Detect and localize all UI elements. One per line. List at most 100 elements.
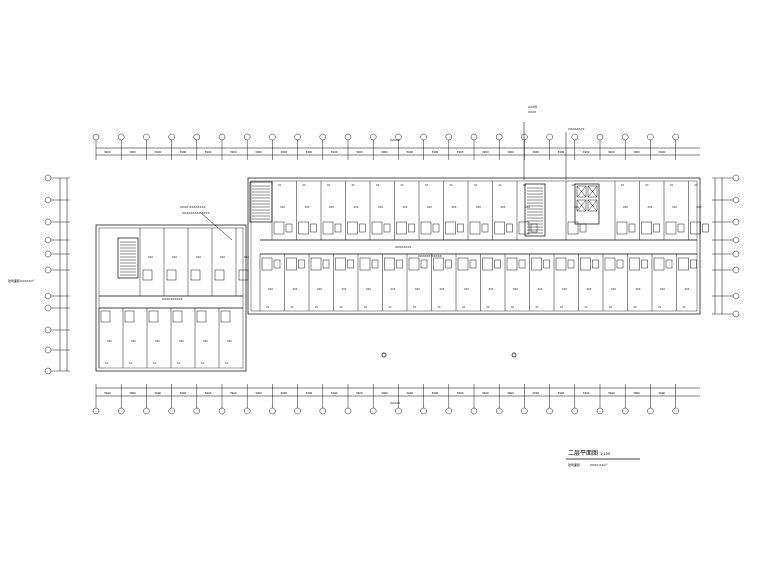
closet-box-top	[677, 223, 685, 233]
room-tag-top: XX	[499, 184, 502, 187]
dimension-text-top: 3900	[507, 150, 514, 154]
bathroom-box-bottom	[433, 257, 444, 271]
closet-box-bottom	[420, 259, 428, 269]
dimension-text-bottom: 3900	[255, 391, 262, 395]
room-label-top: XXX	[305, 206, 310, 209]
room-tag-top: XX	[523, 184, 526, 187]
room-tag-bottom: XX	[585, 306, 588, 309]
room-tag-top: XX	[278, 184, 281, 187]
grid-axis-bubble-top	[117, 133, 125, 141]
dimension-text-bottom: 3900	[432, 391, 439, 395]
grid-axis-bubble-right	[732, 174, 740, 182]
room-tag-bottom: XX	[634, 306, 637, 309]
grid-axis-bubble-top	[218, 133, 226, 141]
grid-axis-bubble-left	[44, 266, 52, 274]
grid-axis-bubble-bottom	[369, 407, 377, 415]
bathroom-box-top	[445, 221, 456, 235]
grid-axis-bubble-bottom	[193, 407, 201, 415]
grid-axis-bubble-bottom	[521, 407, 528, 415]
dimension-text-top: 3900	[583, 150, 590, 154]
room-tag-top: XX	[303, 184, 306, 187]
room-tag-bottom: XX	[389, 306, 392, 309]
dimension-text-top: 3900	[331, 150, 338, 154]
room-tag-top: XX	[376, 184, 379, 187]
dimension-text-bottom: 3900	[230, 391, 237, 395]
left-wing-top-room-label: XXX	[148, 256, 153, 259]
grid-axis-bubble-top	[495, 133, 503, 141]
room-label-top: XXX	[403, 206, 408, 209]
room-tag-top: XX	[572, 184, 575, 187]
elevator-cross	[587, 199, 598, 212]
dimension-text-bottom: 3900	[406, 391, 413, 395]
grid-axis-bubble-bottom	[621, 407, 629, 415]
bathroom-box-bottom	[653, 257, 665, 271]
closet-box-top	[457, 223, 464, 233]
grid-axis-bubble-top	[672, 133, 679, 141]
center-callout-2: XXXXXX XXXXX	[418, 254, 442, 258]
bathroom-box-top	[347, 221, 358, 235]
top-callout-3: XXXXXXXX	[568, 127, 584, 131]
grid-axis-bubble-bottom	[571, 407, 579, 415]
room-label-bottom: XXX	[513, 288, 518, 291]
dimension-text-bottom: 3900	[356, 391, 363, 395]
room-label-top: XXX	[354, 206, 359, 209]
left-wing-room-label: XXX	[107, 340, 112, 343]
elevator-shaft	[587, 185, 598, 198]
bathroom-box-bottom	[359, 257, 371, 271]
left-wing-room-label: XXX	[179, 340, 184, 343]
closet-box-bottom	[494, 259, 501, 269]
room-label-bottom: XXX	[293, 288, 298, 291]
grid-axis-bubble-top	[294, 133, 301, 141]
dimension-text-bottom: 3900	[205, 391, 212, 395]
room-tag-top: XX	[401, 184, 404, 187]
closet-box-bottom	[567, 259, 575, 269]
bathroom-box-top	[396, 221, 407, 235]
grid-axis-bubble-left	[44, 367, 52, 375]
room-tag-top: XX	[327, 184, 330, 187]
room-label-top: XXX	[672, 206, 677, 209]
closet-box-top	[432, 223, 440, 233]
room-label-top: XXX	[378, 206, 383, 209]
grid-axis-bubble-right	[732, 266, 740, 274]
closet-box-bottom	[665, 259, 673, 269]
room-label-bottom: XXX	[342, 288, 347, 291]
grid-axis-bubble-bottom	[143, 407, 150, 415]
grid-axis-bubble-left	[44, 196, 52, 204]
dimension-text-bottom: 3900	[532, 391, 539, 395]
dimension-text-top: 3900	[482, 150, 489, 154]
dimension-text-bottom: 3900	[280, 391, 287, 395]
top-callout-1: XXX管	[528, 104, 537, 109]
grid-axis-bubble-right	[732, 236, 740, 244]
bathroom-box-bottom	[506, 257, 518, 271]
closet-box-top	[359, 223, 366, 233]
closet-box-top	[310, 223, 317, 233]
left-wing-top-bathroom-box	[238, 269, 249, 281]
room-label-bottom: XXX	[562, 288, 567, 291]
room-label-bottom: XXX	[268, 288, 273, 291]
room-tag-bottom: XX	[291, 306, 294, 309]
bathroom-box-top	[494, 221, 505, 235]
dimension-text-top: 3900	[154, 150, 161, 154]
bathroom-box-top	[371, 221, 383, 235]
grid-axis-bubble-right	[732, 250, 740, 258]
elevator-cross	[576, 199, 587, 212]
drawing-note-value: XXXX.XXm²	[590, 463, 608, 467]
room-tag-bottom: XX	[315, 306, 318, 309]
closet-box-bottom	[298, 259, 305, 269]
bathroom-box-bottom	[384, 257, 395, 271]
dimension-text-bottom: 3900	[104, 391, 111, 395]
elevator-cross	[576, 185, 587, 198]
dimension-text-bottom: 3900	[331, 391, 338, 395]
room-tag-top: XX	[450, 184, 453, 187]
left-wing-room-tag: XX	[177, 362, 180, 365]
grid-axis-bubble-top	[168, 133, 175, 141]
room-tag-top: XX	[352, 184, 355, 187]
dimension-text-top: 3900	[633, 150, 640, 154]
left-wing-top-bathroom-box	[190, 269, 201, 281]
dimension-text-bottom: 3900	[381, 391, 388, 395]
center-callout-1: XXXXXXXX	[395, 245, 411, 249]
left-wing-bathroom-box	[148, 310, 159, 323]
room-label-bottom: XXX	[660, 288, 665, 291]
grid-axis-bubble-top	[92, 133, 100, 141]
closet-box-top	[530, 223, 538, 233]
